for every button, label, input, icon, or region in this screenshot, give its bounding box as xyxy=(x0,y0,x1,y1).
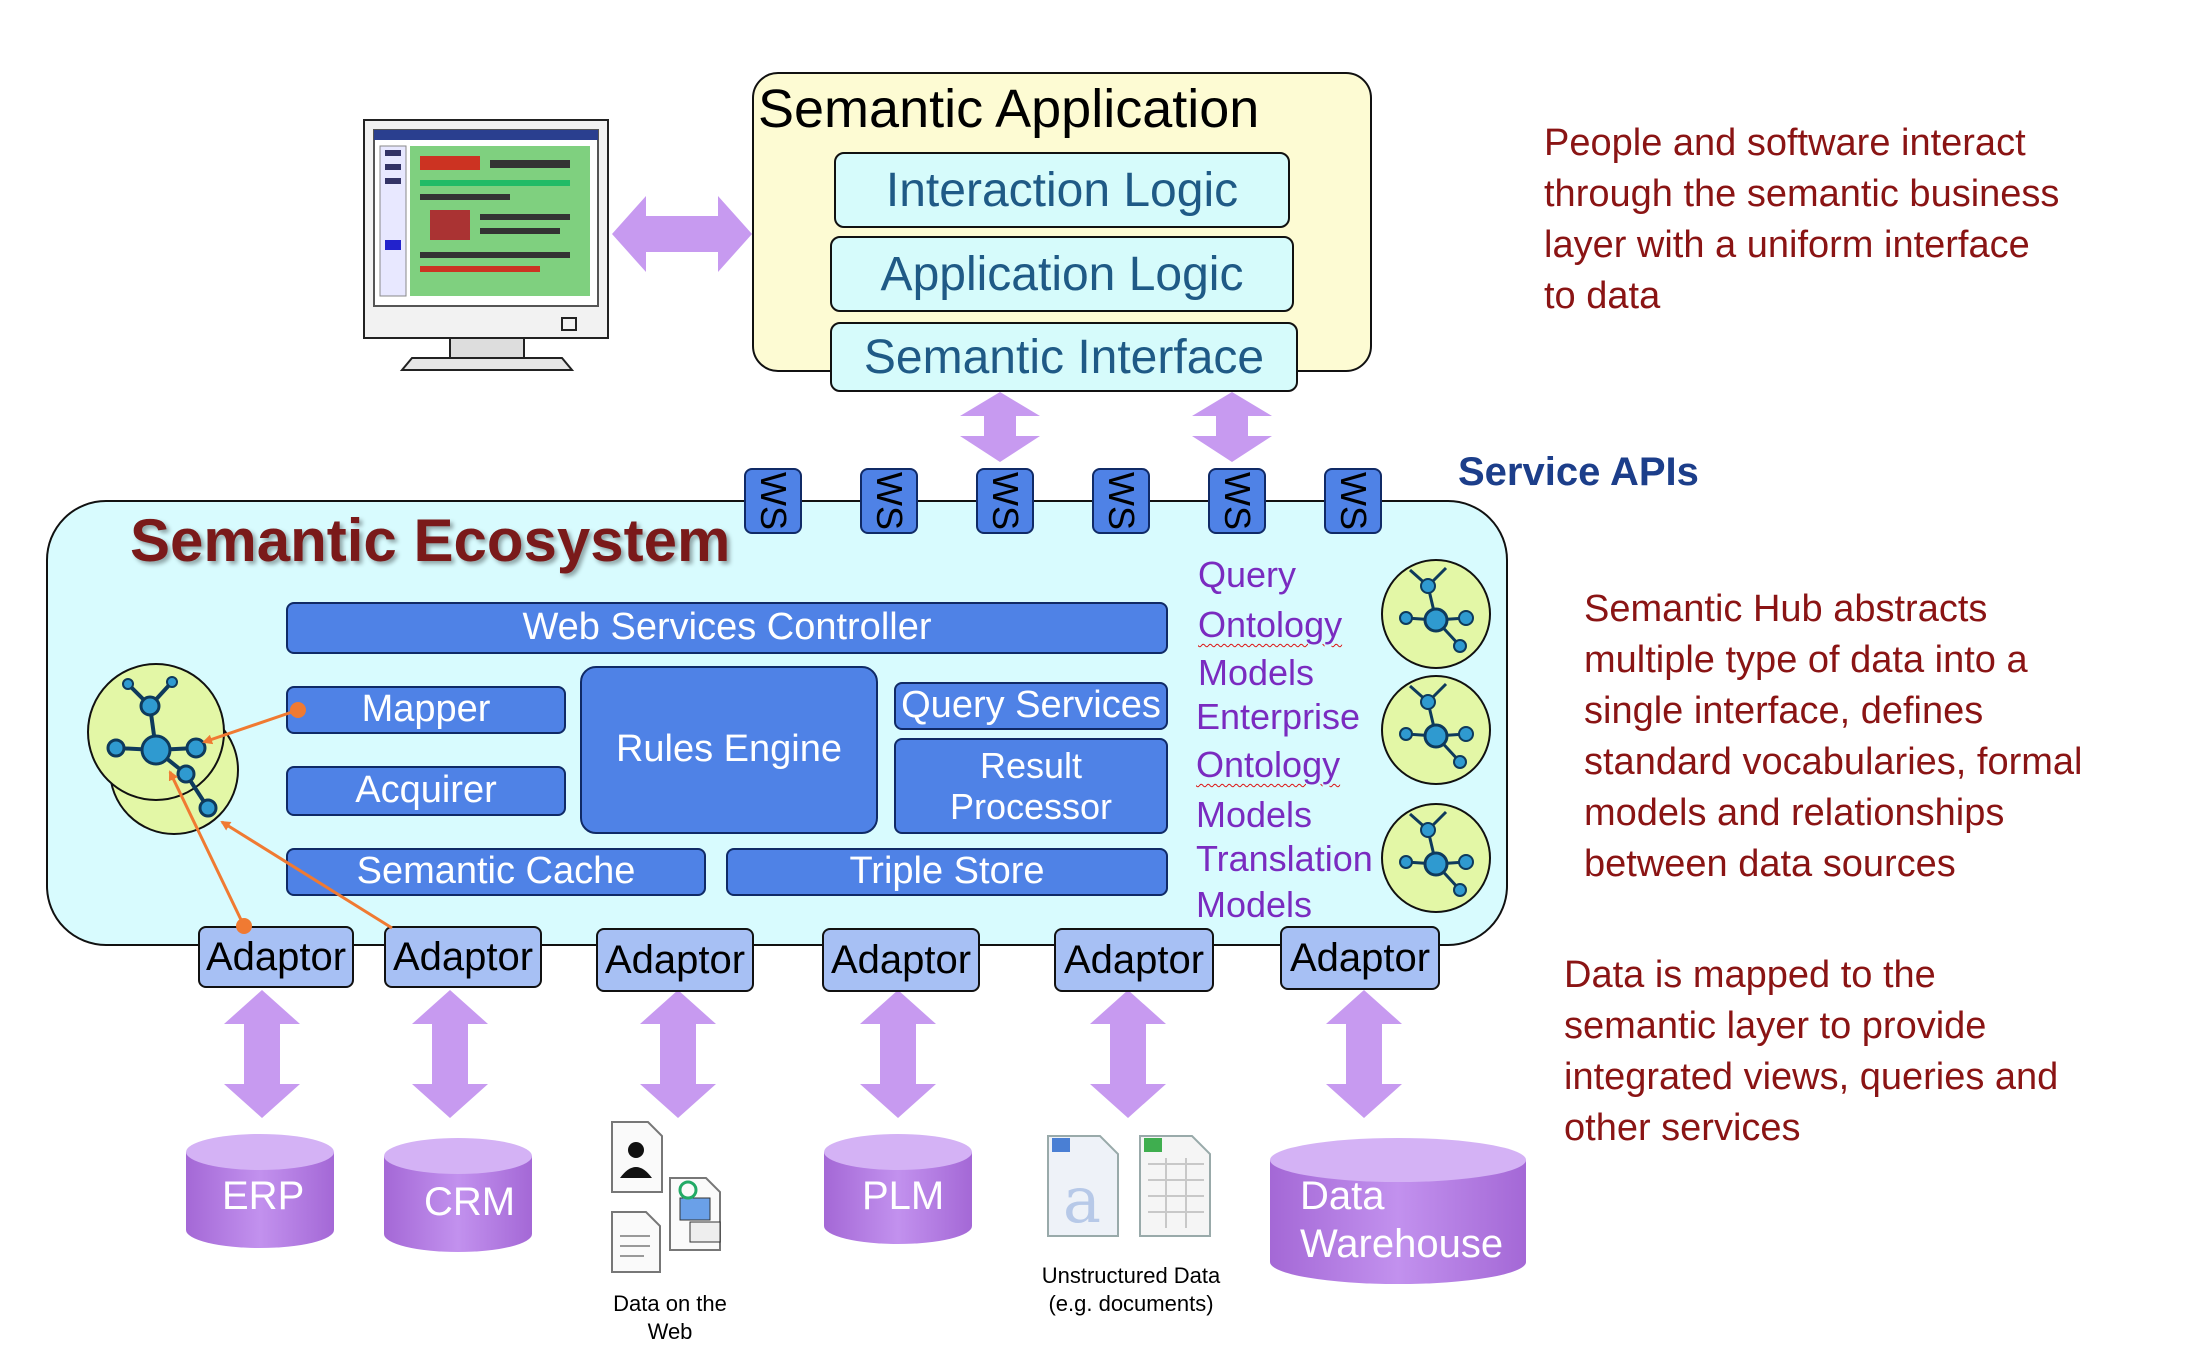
adaptor-arrows xyxy=(224,990,1402,1118)
erp-label: ERP xyxy=(222,1174,305,1218)
web-service-box: WS xyxy=(1324,468,1382,534)
web-services-controller: Web Services Controller xyxy=(286,602,1168,654)
model-label: Translation xyxy=(1196,838,1373,879)
semantic-ecosystem-title: Semantic Ecosystem xyxy=(130,507,731,574)
unstructured-data-label: Unstructured Data (e.g. documents) xyxy=(1041,1263,1221,1316)
mapper-component: Mapper xyxy=(286,686,566,734)
web-service-box: WS xyxy=(976,468,1034,534)
adaptor-box-web: Adaptor xyxy=(596,928,754,992)
note-semantic-hub: Semantic Hub abstracts multiple type of … xyxy=(1584,588,2083,885)
ontology-graph-icon xyxy=(87,663,239,835)
word-document-icon: a xyxy=(1047,1135,1119,1238)
model-label: Ontology xyxy=(1198,604,1343,645)
adaptor-box-plm: Adaptor xyxy=(822,928,980,992)
model-label: Ontology xyxy=(1196,744,1341,785)
adaptor-box-crm: Adaptor xyxy=(384,926,542,988)
model-label: Query xyxy=(1198,554,1297,595)
document-icon-user xyxy=(611,1121,663,1193)
application-logic-layer: Application Logic xyxy=(830,236,1294,312)
adaptor-box-warehouse: Adaptor xyxy=(1280,926,1440,990)
model-label: Models xyxy=(1196,794,1313,835)
note-people-software: People and software interact through the… xyxy=(1544,122,2060,317)
adaptor-box-unstructured: Adaptor xyxy=(1054,928,1214,992)
database-icon-warehouse xyxy=(1270,1138,1526,1284)
crm-label: CRM xyxy=(424,1180,516,1224)
interaction-logic-layer: Interaction Logic xyxy=(834,152,1290,228)
web-service-box: WS xyxy=(1092,468,1150,534)
ontology-graph-icon xyxy=(1381,803,1491,913)
model-label: Models xyxy=(1196,884,1313,925)
semantic-application-title: Semantic Application xyxy=(758,79,1260,139)
double-arrow-icon xyxy=(1192,392,1272,462)
service-apis-label: Service APIs xyxy=(1458,450,1699,494)
data-on-the-web-label: Data on the Web xyxy=(613,1291,727,1344)
svg-text:a: a xyxy=(1063,1164,1101,1238)
spreadsheet-icon xyxy=(1139,1135,1211,1237)
mapping-links xyxy=(168,702,393,934)
adaptor-box-erp: Adaptor xyxy=(198,926,354,988)
database-icon-erp xyxy=(186,1134,334,1248)
document-icon-text xyxy=(611,1211,661,1273)
document-icon-web xyxy=(669,1177,721,1251)
rules-engine-component: Rules Engine xyxy=(580,666,878,834)
acquirer-component: Acquirer xyxy=(286,766,566,816)
model-label: Models xyxy=(1198,652,1315,693)
result-processor-component: Result Processor xyxy=(894,738,1168,834)
semantic-cache-component: Semantic Cache xyxy=(286,848,706,896)
computer-monitor-icon xyxy=(363,119,609,371)
database-icon-crm xyxy=(384,1138,532,1252)
query-services-component: Query Services xyxy=(894,682,1168,730)
ontology-graph-icon xyxy=(1381,675,1491,785)
double-arrow-icon xyxy=(960,392,1040,462)
triple-store-component: Triple Store xyxy=(726,848,1168,896)
model-label: Enterprise xyxy=(1196,696,1361,737)
database-icon-plm xyxy=(824,1134,972,1244)
web-service-box: WS xyxy=(744,468,802,534)
ontology-graph-icon xyxy=(1381,559,1491,669)
plm-label: PLM xyxy=(862,1174,945,1218)
note-data-mapped: Data is mapped to the semantic layer to … xyxy=(1564,954,2059,1149)
double-arrow-icon xyxy=(612,196,752,272)
web-service-box: WS xyxy=(860,468,918,534)
semantic-interface-layer: Semantic Interface xyxy=(830,322,1298,392)
web-service-box: WS xyxy=(1208,468,1266,534)
data-warehouse-label: Data Warehouse xyxy=(1300,1174,1504,1266)
